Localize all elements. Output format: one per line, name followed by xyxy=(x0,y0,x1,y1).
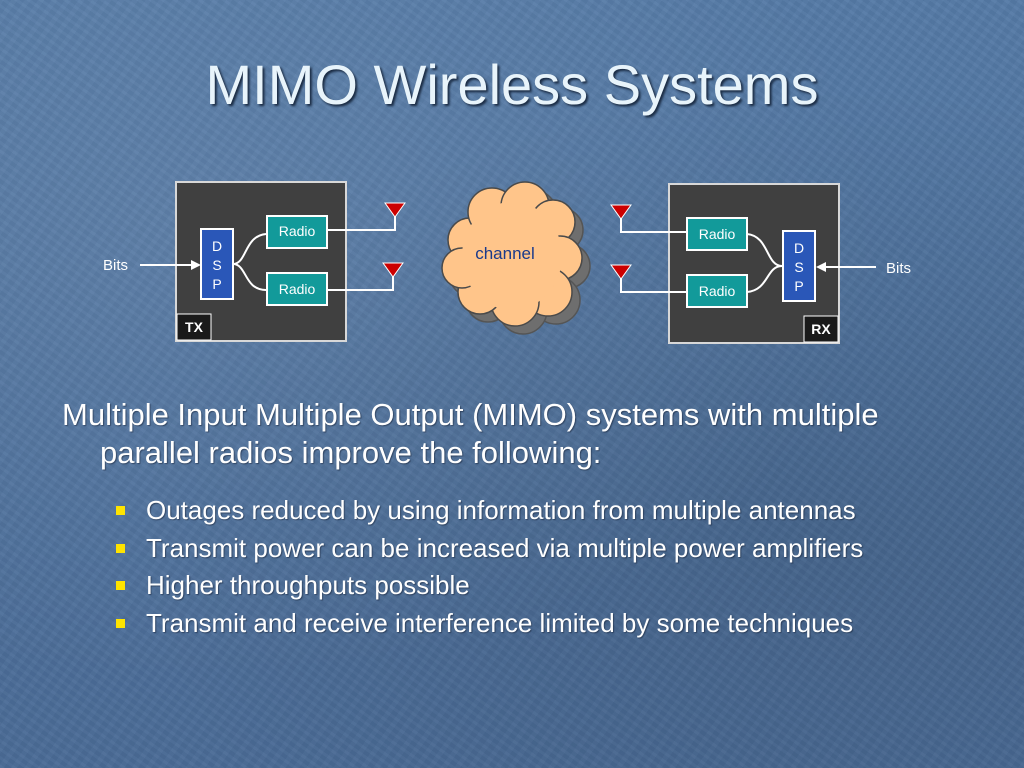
tx-radio-bottom-label: Radio xyxy=(279,281,316,297)
rx-radio-bottom-label: Radio xyxy=(699,283,736,299)
bullet-text: Transmit power can be increased via mult… xyxy=(146,532,864,563)
intro-line-2: parallel radios improve the following: xyxy=(100,435,602,470)
rx-radio-top-label: Radio xyxy=(699,226,736,242)
mimo-diagram: Bits D S P Radio Radio TX channel Radio … xyxy=(103,181,911,344)
tx-bits-arrowhead xyxy=(191,260,201,270)
tx-dsp-letter-p: P xyxy=(212,276,221,292)
intro-paragraph: Multiple Input Multiple Output (MIMO) sy… xyxy=(62,396,992,472)
list-item: Outages reduced by using information fro… xyxy=(116,492,863,530)
rx-antenna-bottom-icon xyxy=(610,264,632,280)
tx-radio-top xyxy=(266,215,328,249)
bullet-square-icon xyxy=(116,581,125,590)
slide-title: MIMO Wireless Systems xyxy=(205,53,819,116)
rx-dsp-letter-s: S xyxy=(794,259,803,275)
list-item: Transmit and receive interference limite… xyxy=(116,605,863,643)
tx-bits-label: Bits xyxy=(103,257,128,274)
tx-label: TX xyxy=(185,319,204,335)
bullet-square-icon xyxy=(116,506,125,515)
list-item: Transmit power can be increased via mult… xyxy=(116,530,863,568)
rx-dsp-letter-d: D xyxy=(794,240,804,256)
bullet-list: Outages reduced by using information fro… xyxy=(116,492,863,642)
channel-cloud xyxy=(441,181,591,335)
rx-bits-arrowhead xyxy=(816,262,826,272)
tx-dsp-letter-s: S xyxy=(212,257,221,273)
rx-bits-label: Bits xyxy=(886,260,911,277)
rx-block xyxy=(610,183,876,344)
rx-label: RX xyxy=(811,321,831,337)
rx-antenna-top-icon xyxy=(610,204,632,220)
rx-dsp-box xyxy=(782,230,816,302)
tx-radio-top-label: Radio xyxy=(279,223,316,239)
bullet-text: Outages reduced by using information fro… xyxy=(146,495,856,525)
bullet-text: Higher throughputs possible xyxy=(146,570,470,600)
bullet-square-icon xyxy=(116,543,125,553)
channel-label: channel xyxy=(475,244,535,263)
bullet-text: Transmit and receive interference limite… xyxy=(146,607,854,638)
tx-dsp-box xyxy=(200,228,234,300)
tx-block xyxy=(140,181,406,342)
tx-dsp-letter-d: D xyxy=(212,238,222,254)
intro-line-1: Multiple Input Multiple Output (MIMO) sy… xyxy=(62,397,879,432)
list-item: Higher throughputs possible xyxy=(116,567,863,605)
tx-antenna-top-icon xyxy=(384,202,406,218)
rx-dsp-letter-p: P xyxy=(794,278,803,294)
bullet-square-icon xyxy=(116,618,125,628)
tx-antenna-bottom-icon xyxy=(382,262,404,278)
